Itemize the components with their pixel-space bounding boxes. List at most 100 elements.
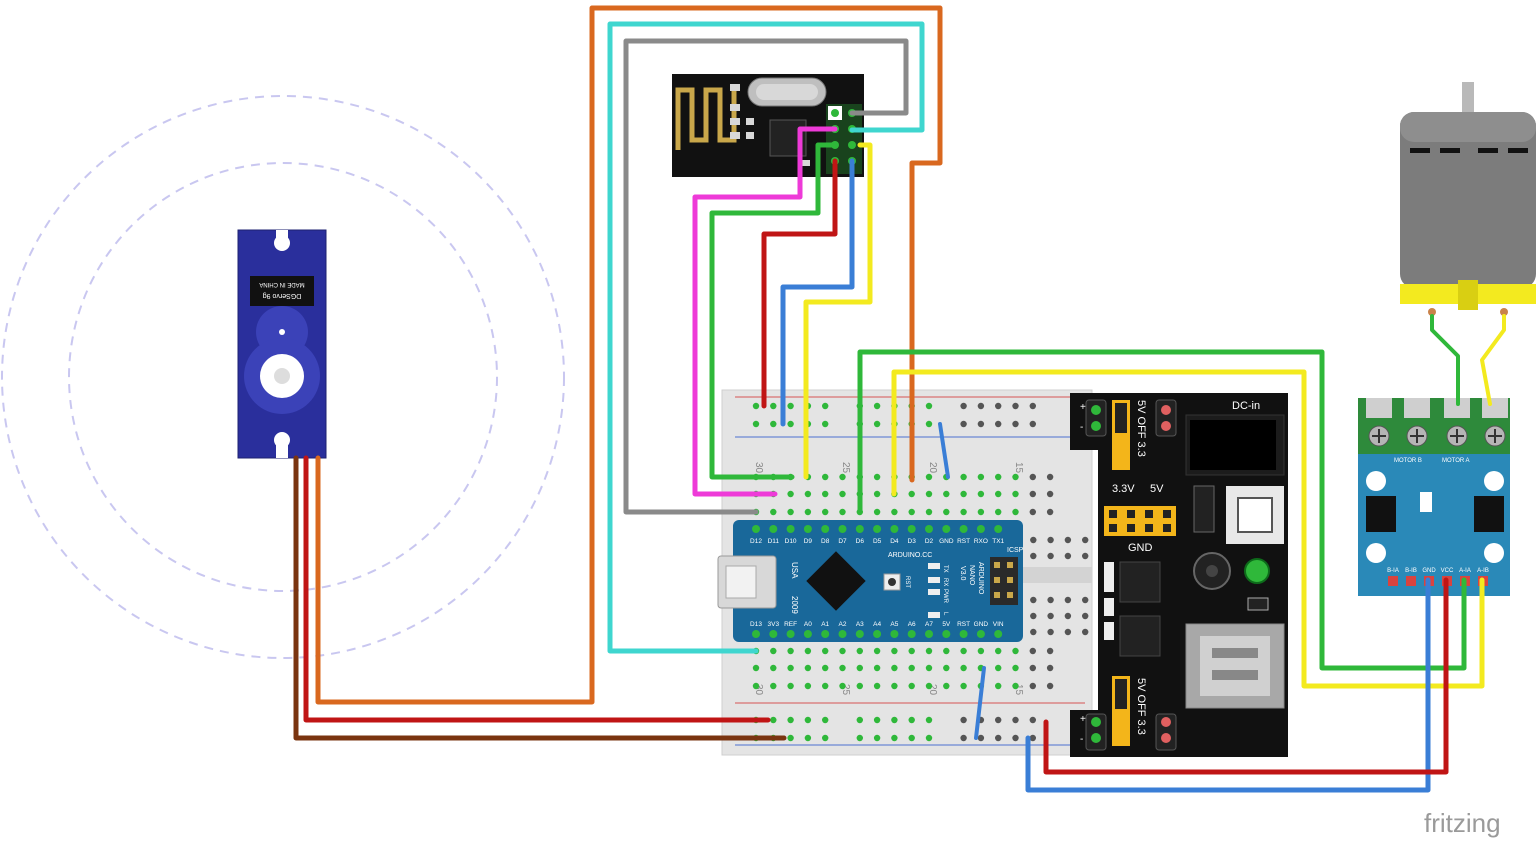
- wire-magenta[interactable]: [692, 126, 838, 497]
- breadboard-hole[interactable]: [1046, 682, 1054, 690]
- wire-green-driver[interactable]: [857, 349, 1467, 671]
- nano-pin[interactable]: [907, 525, 916, 533]
- breadboard-hole[interactable]: [787, 420, 794, 428]
- breadboard-hole[interactable]: [891, 647, 898, 655]
- breadboard-hole[interactable]: [804, 490, 812, 498]
- driver-pin[interactable]: [1406, 576, 1416, 586]
- breadboard-hole[interactable]: [977, 508, 985, 516]
- breadboard-hole[interactable]: [1082, 612, 1089, 620]
- breadboard-hole[interactable]: [891, 716, 898, 724]
- breadboard-hole[interactable]: [925, 682, 933, 690]
- breadboard-hole[interactable]: [822, 664, 829, 672]
- nano-pin[interactable]: [821, 630, 830, 638]
- breadboard-hole[interactable]: [873, 716, 881, 724]
- breadboard-hole[interactable]: [925, 734, 933, 742]
- nano-pin[interactable]: [752, 525, 760, 533]
- breadboard-hole[interactable]: [995, 420, 1002, 428]
- breadboard-hole[interactable]: [787, 647, 794, 655]
- breadboard-hole[interactable]: [1046, 490, 1054, 498]
- breadboard-hole[interactable]: [787, 716, 794, 724]
- nano-pin[interactable]: [907, 630, 916, 638]
- breadboard-hole[interactable]: [995, 664, 1002, 672]
- breadboard-hole[interactable]: [1082, 536, 1089, 544]
- breadboard-hole[interactable]: [804, 647, 812, 655]
- breadboard-hole[interactable]: [839, 508, 846, 516]
- nano-pin[interactable]: [769, 525, 778, 533]
- breadboard-hole[interactable]: [770, 682, 777, 690]
- breadboard-hole[interactable]: [1082, 596, 1089, 604]
- nano-pin[interactable]: [976, 525, 985, 533]
- wire-red-servo[interactable]: [303, 455, 771, 723]
- breadboard-hole[interactable]: [1029, 664, 1037, 672]
- breadboard-hole[interactable]: [977, 734, 985, 742]
- breadboard-hole[interactable]: [1030, 612, 1037, 620]
- breadboard-hole[interactable]: [787, 664, 794, 672]
- nano-pin[interactable]: [890, 525, 899, 533]
- breadboard-hole[interactable]: [1029, 508, 1037, 516]
- breadboard-hole[interactable]: [1029, 490, 1037, 498]
- breadboard-hole[interactable]: [891, 734, 898, 742]
- breadboard-hole[interactable]: [873, 682, 881, 690]
- breadboard-hole[interactable]: [891, 682, 898, 690]
- nano-pin[interactable]: [890, 630, 899, 638]
- breadboard-hole[interactable]: [1012, 490, 1019, 498]
- breadboard-hole[interactable]: [1012, 420, 1019, 428]
- breadboard-hole[interactable]: [1046, 473, 1054, 481]
- breadboard-hole[interactable]: [1030, 628, 1037, 636]
- breadboard-hole[interactable]: [804, 734, 812, 742]
- breadboard-hole[interactable]: [787, 508, 794, 516]
- wire-green-nrf[interactable]: [709, 142, 838, 480]
- breadboard-hole[interactable]: [752, 420, 760, 428]
- breadboard-hole[interactable]: [925, 647, 933, 655]
- breadboard-hole[interactable]: [995, 682, 1002, 690]
- wire-blue-jumper-bottom[interactable]: [974, 666, 986, 740]
- breadboard-hole[interactable]: [752, 664, 760, 672]
- breadboard-hole[interactable]: [822, 420, 829, 428]
- breadboard-hole[interactable]: [960, 647, 967, 655]
- breadboard-hole[interactable]: [908, 682, 915, 690]
- breadboard-hole[interactable]: [770, 664, 777, 672]
- breadboard-hole[interactable]: [891, 508, 898, 516]
- breadboard-hole[interactable]: [1029, 734, 1037, 742]
- nano-pin[interactable]: [925, 525, 933, 533]
- wire-motor-green[interactable]: [1430, 314, 1460, 406]
- breadboard-hole[interactable]: [804, 508, 812, 516]
- nano-pin[interactable]: [959, 525, 968, 533]
- breadboard-hole[interactable]: [1012, 508, 1019, 516]
- breadboard-hole[interactable]: [925, 508, 933, 516]
- breadboard-hole[interactable]: [873, 734, 881, 742]
- wire-orange[interactable]: [315, 5, 943, 705]
- wire-yellow-driver[interactable]: [891, 369, 1485, 689]
- breadboard-hole[interactable]: [1012, 473, 1019, 481]
- breadboard-hole[interactable]: [1029, 682, 1037, 690]
- breadboard-hole[interactable]: [1064, 596, 1072, 604]
- nano-pin[interactable]: [821, 525, 830, 533]
- breadboard-hole[interactable]: [908, 490, 915, 498]
- nano-pin[interactable]: [873, 525, 882, 533]
- nano-pin[interactable]: [994, 525, 1003, 533]
- breadboard-hole[interactable]: [856, 734, 863, 742]
- breadboard-hole[interactable]: [873, 647, 881, 655]
- breadboard-hole[interactable]: [943, 682, 950, 690]
- breadboard-hole[interactable]: [995, 716, 1002, 724]
- breadboard-hole[interactable]: [1082, 552, 1089, 560]
- driver-pin[interactable]: [1388, 576, 1398, 586]
- breadboard-hole[interactable]: [1047, 536, 1054, 544]
- breadboard-hole[interactable]: [873, 508, 881, 516]
- breadboard-hole[interactable]: [822, 647, 829, 655]
- nano-pin[interactable]: [994, 630, 1003, 638]
- breadboard-hole[interactable]: [977, 647, 985, 655]
- breadboard-hole[interactable]: [839, 647, 846, 655]
- breadboard-hole[interactable]: [1029, 402, 1037, 410]
- breadboard-hole[interactable]: [1064, 552, 1072, 560]
- breadboard-hole[interactable]: [839, 473, 846, 481]
- breadboard-hole[interactable]: [839, 490, 846, 498]
- breadboard-hole[interactable]: [1012, 682, 1019, 690]
- wire-blue-jumper-top[interactable]: [938, 422, 950, 479]
- nano-pin[interactable]: [925, 630, 933, 638]
- breadboard-hole[interactable]: [995, 402, 1002, 410]
- breadboard-hole[interactable]: [960, 716, 967, 724]
- breadboard-hole[interactable]: [873, 664, 881, 672]
- breadboard-hole[interactable]: [1047, 628, 1054, 636]
- breadboard-hole[interactable]: [1029, 647, 1037, 655]
